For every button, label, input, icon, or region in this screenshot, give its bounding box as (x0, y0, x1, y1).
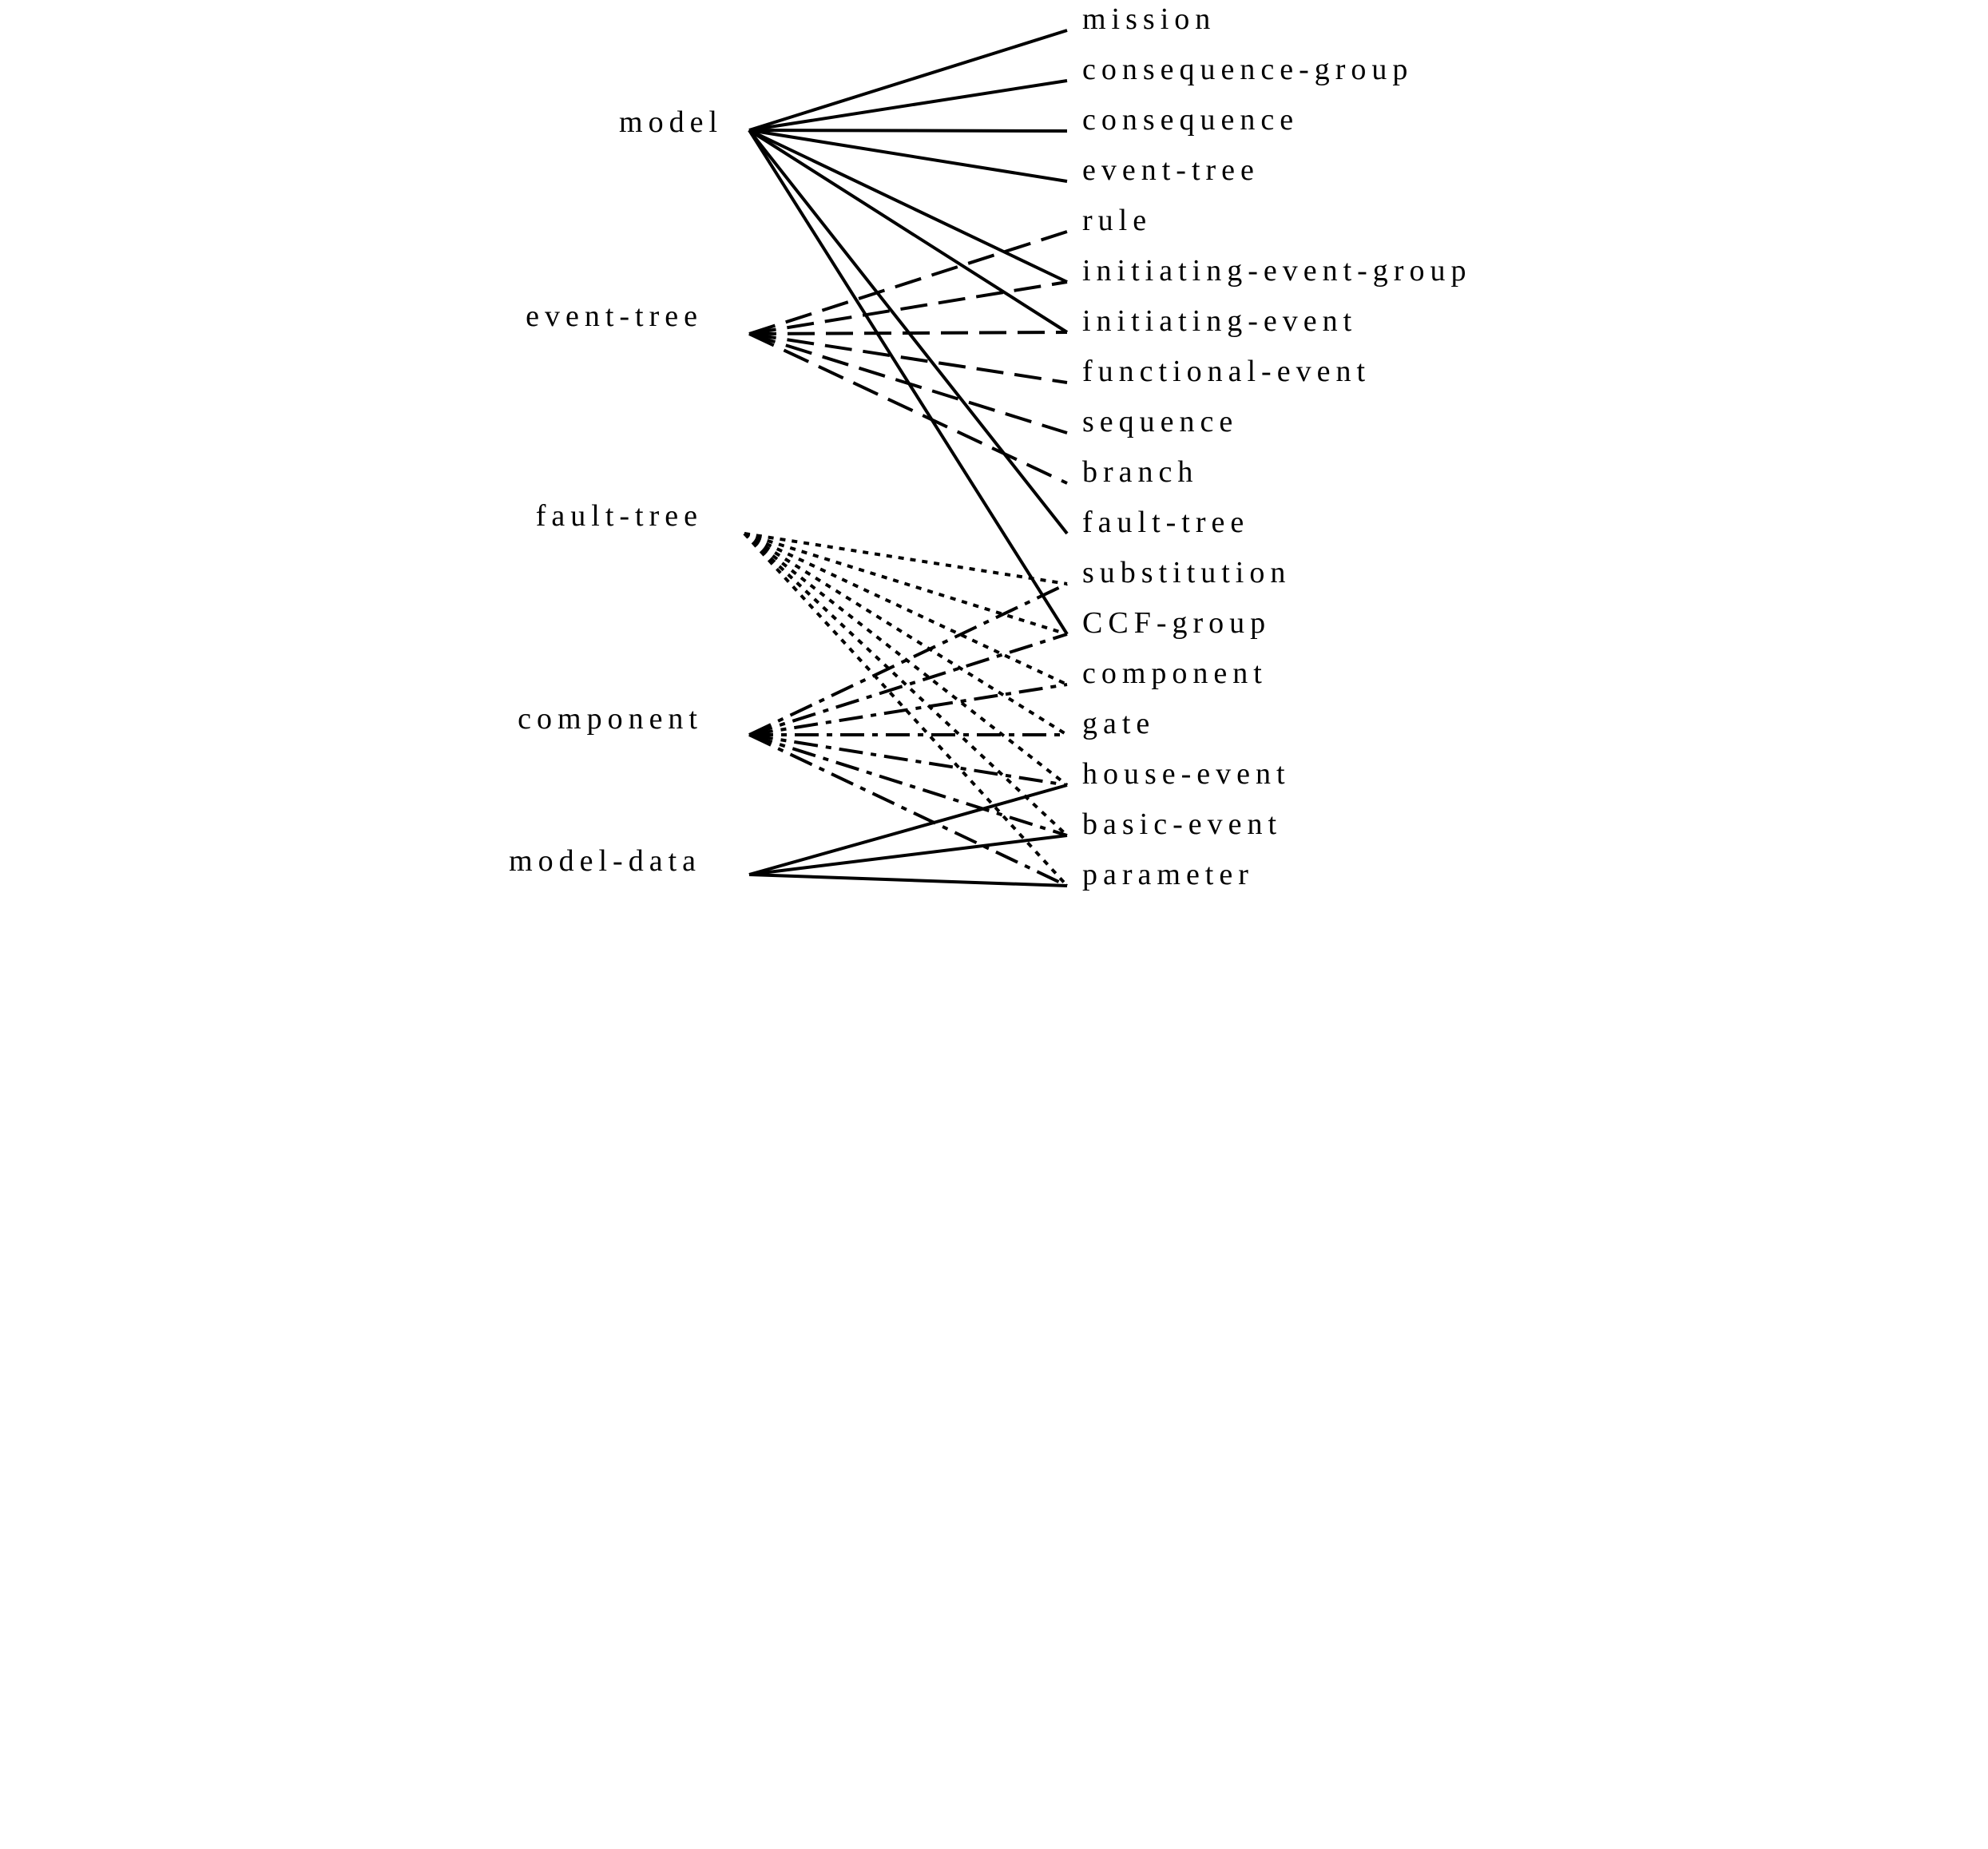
child-label-component: component (1082, 657, 1268, 690)
edge-model-data-to-parameter (748, 873, 1068, 887)
edge-event-tree-to-initiating-event-group (748, 280, 1068, 335)
parent-label-column: model event-tree fault-tree component model-… (509, 105, 723, 878)
edge-model-to-mission (748, 29, 1068, 132)
parent-label-fault-tree: fault-tree (536, 499, 703, 533)
child-label-parameter: parameter (1082, 858, 1254, 891)
child-label-column: mission consequence-group consequence event… (1082, 2, 1471, 891)
edge-event-tree-to-branch (748, 332, 1068, 485)
edge-fault-tree-to-basic-event (743, 532, 1069, 837)
edge-model-data-to-basic-event (748, 834, 1068, 876)
child-label-basic-event: basic-event (1082, 807, 1282, 841)
edge-event-tree-to-rule (748, 230, 1068, 335)
child-label-initiating-event: initiating-event (1082, 304, 1357, 338)
parent-label-model: model (619, 105, 723, 139)
child-label-house-event: house-event (1082, 757, 1291, 791)
edge-model-to-consequence-group (748, 79, 1068, 132)
edge-fault-tree-to-gate (743, 532, 1069, 736)
edge-model-to-initiating-event-group (748, 129, 1068, 284)
parent-label-component: component (518, 702, 703, 736)
edge-fault-tree-to-parameter (743, 532, 1069, 887)
child-label-CCF-group: CCF-group (1082, 606, 1271, 640)
edge-event-tree-to-functional-event (748, 332, 1068, 384)
child-label-sequence: sequence (1082, 405, 1238, 438)
edge-component-to-component (748, 683, 1068, 736)
child-label-initiating-event-group: initiating-event-group (1082, 254, 1471, 288)
parent-label-model-data: model-data (509, 844, 701, 878)
edge-component-to-parameter (748, 733, 1068, 887)
edge-component-to-substitution (748, 582, 1068, 736)
child-label-branch: branch (1082, 455, 1198, 489)
parent-label-event-tree: event-tree (526, 300, 703, 333)
child-label-functional-event: functional-event (1082, 355, 1371, 388)
edge-model-data-to-house-event (748, 784, 1068, 876)
child-label-consequence: consequence (1082, 103, 1299, 137)
edge-component-to-house-event (748, 733, 1068, 787)
child-label-gate: gate (1082, 707, 1155, 740)
child-label-fault-tree: fault-tree (1082, 506, 1249, 539)
child-label-event-tree: event-tree (1082, 153, 1260, 187)
edge-event-tree-to-initiating-event (748, 331, 1068, 335)
edge-model-to-consequence (748, 129, 1068, 133)
edge-layer (743, 29, 1069, 887)
child-label-mission: mission (1082, 2, 1216, 36)
child-label-rule: rule (1082, 204, 1152, 237)
edge-model-to-initiating-event (748, 129, 1069, 334)
edge-model-to-event-tree (748, 129, 1068, 183)
child-label-substitution: substitution (1082, 556, 1291, 589)
edge-event-tree-to-sequence (748, 332, 1068, 434)
child-label-consequence-group: consequence-group (1082, 53, 1413, 86)
edge-component-to-basic-event (748, 733, 1068, 837)
edge-component-to-CCF-group (748, 633, 1068, 736)
edge-fault-tree-to-CCF-group (744, 532, 1068, 636)
